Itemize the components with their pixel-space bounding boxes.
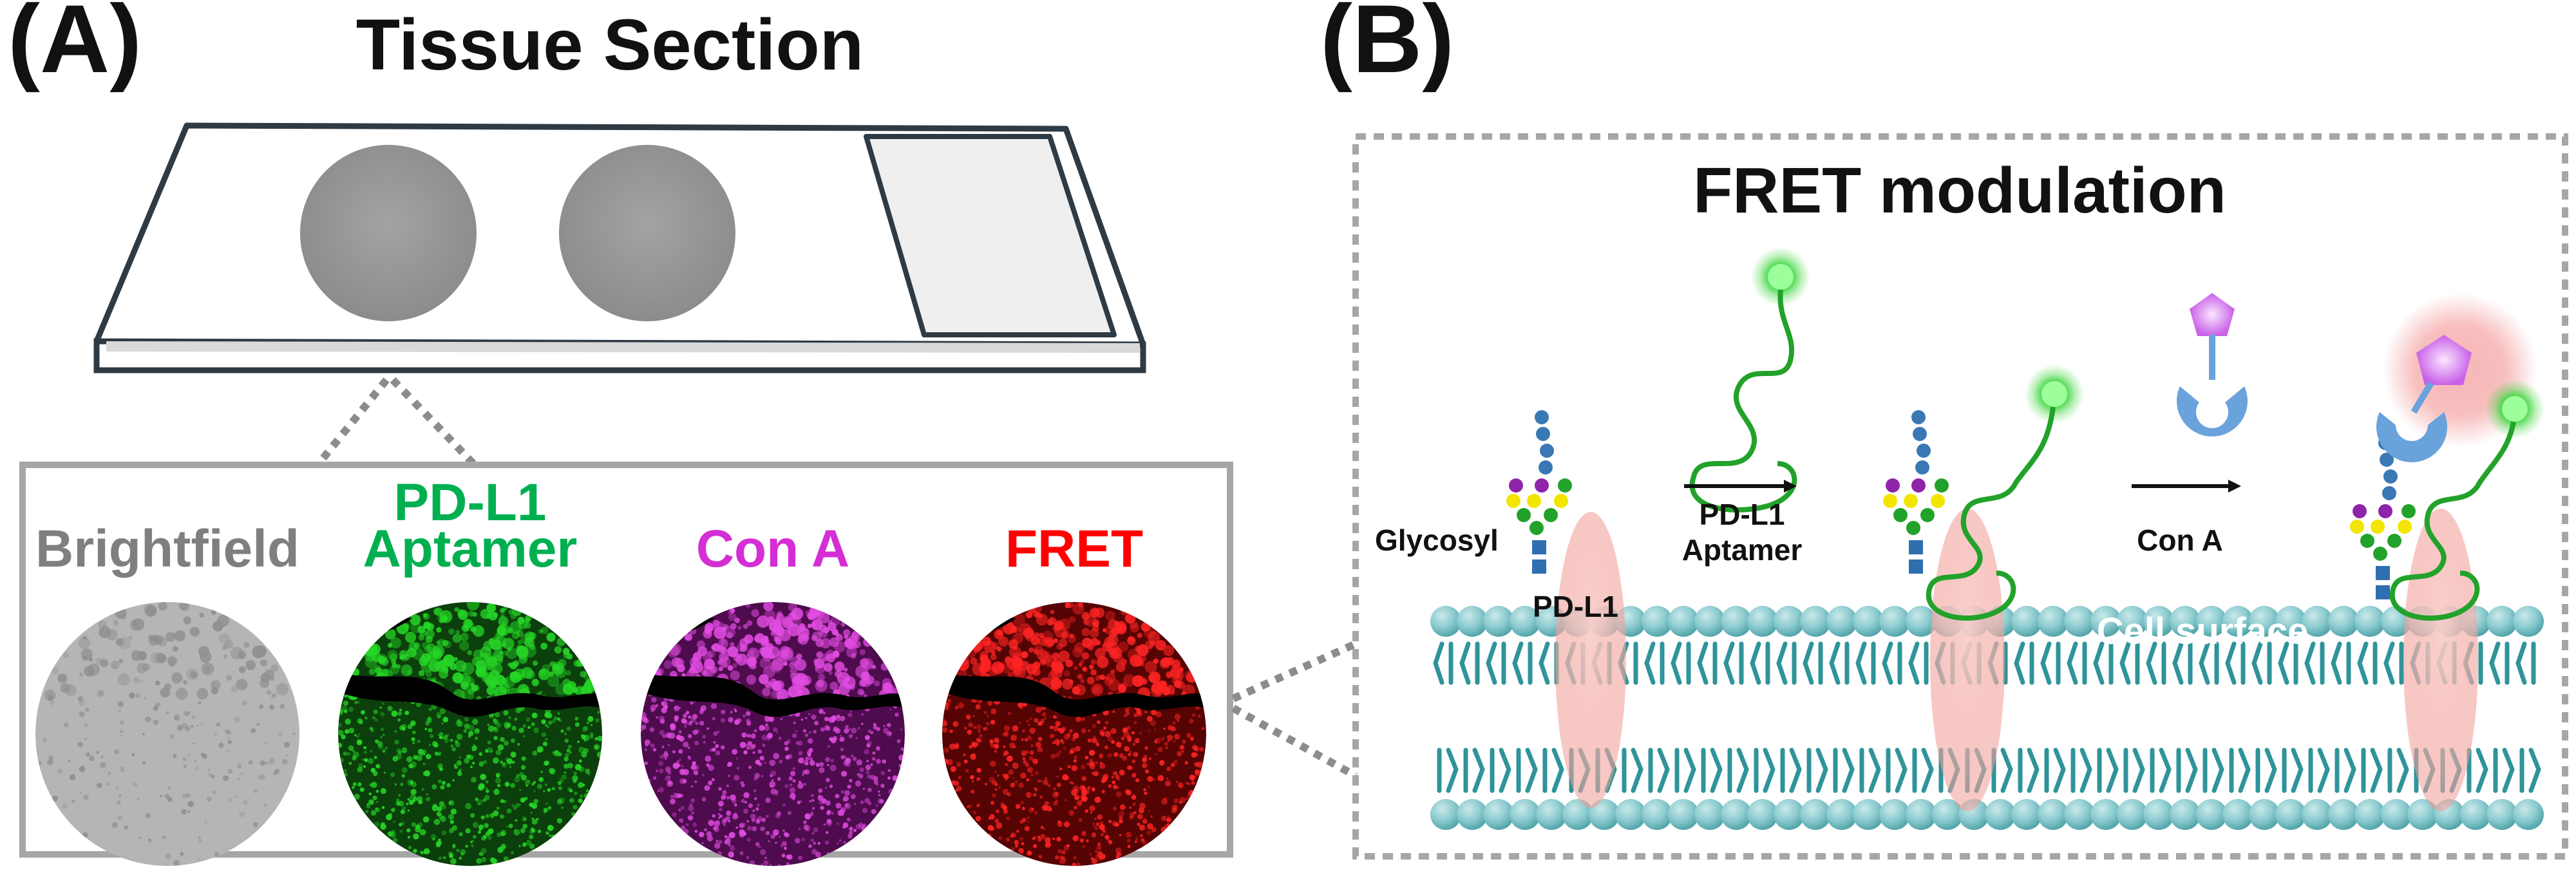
- bound-aptamer-1: [1926, 364, 2084, 621]
- free-aptamer-strand: [1689, 289, 1797, 513]
- bound-dye-1: [2041, 381, 2067, 407]
- fret-complex: [2376, 293, 2544, 621]
- free-aptamer: [1689, 247, 1810, 513]
- panel-b-title: FRET modulation: [1693, 155, 2226, 227]
- label-cona: Con A: [696, 520, 849, 578]
- label-brightfield: Brightfield: [35, 520, 299, 578]
- cona-free: [2176, 293, 2248, 437]
- slide-tissue-disk-2: [559, 145, 735, 321]
- cell-surface-label: Cell surface: [2097, 610, 2309, 652]
- arrow2-label: Con A: [2137, 523, 2223, 557]
- panel-a-label: (A): [8, 0, 142, 93]
- panel-b-label: (B): [1320, 0, 1454, 93]
- arrow-aptamer-binding: [1684, 480, 1797, 493]
- callout-lines-a: [316, 377, 477, 467]
- glycan-tree-1: [1506, 410, 1572, 574]
- ligand-star-bound: [2416, 335, 2472, 385]
- panel-b: (B) FRET modulation Cell surface Glycosy…: [1231, 0, 2568, 860]
- pdl1-protein-3: [2403, 509, 2478, 811]
- slide-label-area: [864, 134, 1117, 337]
- bound-dye-2: [2502, 396, 2528, 422]
- cona-lectin-bound: [2376, 412, 2447, 462]
- panel-a-title: Tissue Section: [356, 5, 864, 85]
- cona-lectin-free: [2176, 386, 2248, 437]
- arrow1-label-line1: PD-L1: [1700, 498, 1785, 531]
- glycan-tree-2: [1883, 410, 1949, 574]
- glass-slide: [93, 122, 1146, 373]
- panel-a: (A) Tissue Section Brightfield PD-L1 Apt…: [8, 0, 1233, 866]
- label-fret: FRET: [1005, 520, 1143, 578]
- label-pdl1-line1: PD-L1: [394, 473, 547, 532]
- channel-disk-brightfield: [35, 602, 299, 866]
- callout-lines-b: [1231, 640, 1358, 780]
- arrow-cona-binding: [2132, 480, 2241, 493]
- ligand-star-free: [2190, 293, 2235, 336]
- fret-modulation-frame: [1352, 133, 2568, 860]
- free-dye: [1768, 264, 1794, 290]
- channel-disk-pdl1-aptamer: [338, 602, 602, 866]
- glycosyl-label: Glycosyl: [1375, 523, 1499, 557]
- arrow1-label-line2: Aptamer: [1682, 533, 1803, 567]
- channel-disk-cona: [641, 602, 905, 866]
- channel-disk-fret: [942, 602, 1206, 866]
- pdl1-protein-1: [1555, 512, 1626, 808]
- pdl1-label: PD-L1: [1533, 590, 1618, 623]
- label-pdl1-line2: Aptamer: [363, 520, 578, 578]
- pdl1-protein-2: [1930, 509, 2005, 811]
- slide-tissue-disk-1: [300, 145, 477, 321]
